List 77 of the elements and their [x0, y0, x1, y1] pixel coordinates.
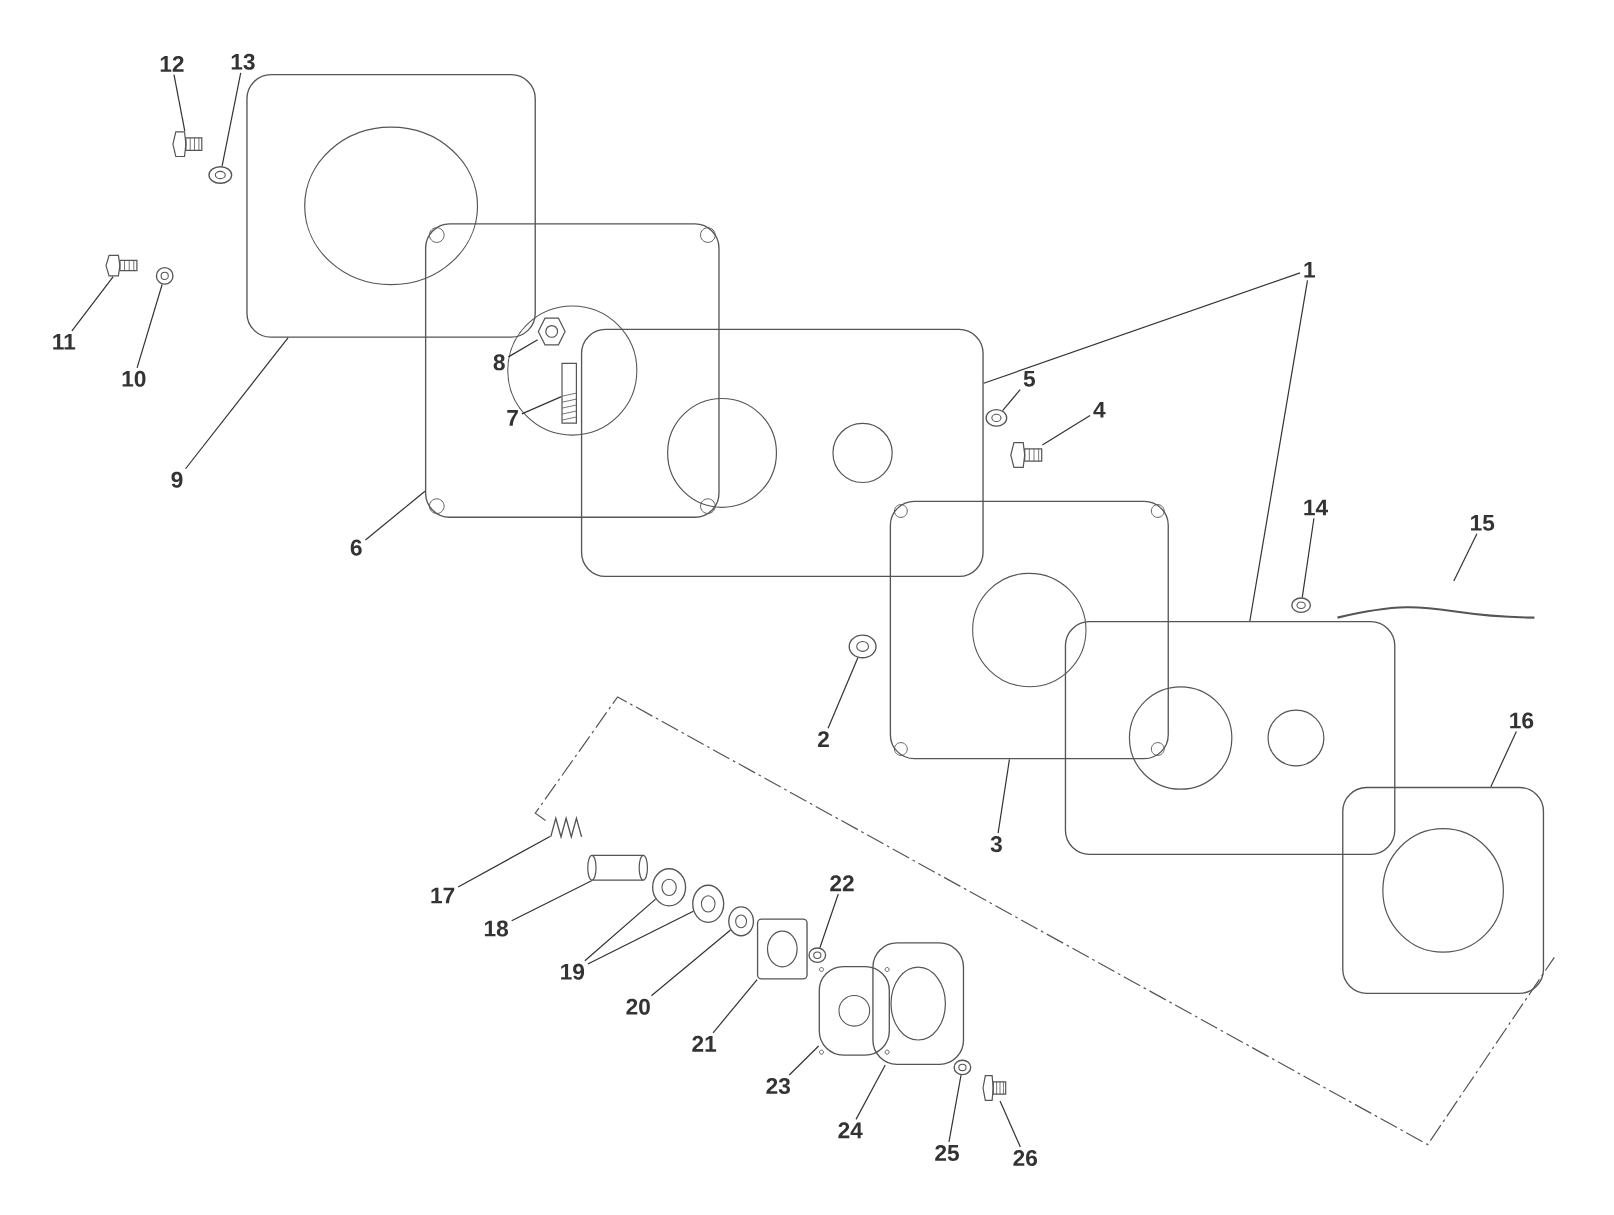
housing-drawing [872, 942, 965, 1065]
callout-number: 4 [1093, 401, 1106, 418]
crankcase-drawing [580, 328, 984, 578]
gasket-drawing [818, 965, 890, 1056]
gasket-drawing [424, 223, 720, 518]
callout-number: 16 [1510, 712, 1534, 729]
leader-line [788, 1045, 820, 1076]
crankcase-drawing [1064, 621, 1396, 855]
leader-line [712, 978, 758, 1034]
leader-line [511, 880, 593, 922]
callout-number: 14 [1304, 499, 1328, 516]
leader-line [1002, 389, 1021, 412]
callout-number: 26 [1013, 1150, 1037, 1167]
leader-line [983, 272, 1301, 384]
leader-line [584, 898, 657, 962]
callout-number: 17 [431, 887, 455, 904]
leader-line [221, 72, 242, 167]
callout-number: 3 [990, 836, 1002, 853]
callout-number: 19 [561, 963, 585, 980]
bolt-drawing [1010, 442, 1043, 468]
callout-number: 13 [231, 53, 255, 70]
leader-line [1490, 730, 1517, 788]
callout-number: 21 [692, 1035, 717, 1052]
spring-drawing [550, 815, 583, 840]
leader-line [71, 275, 114, 332]
leader-line [948, 1074, 962, 1143]
callout-number: 18 [484, 920, 508, 937]
callout-number: 25 [935, 1144, 959, 1161]
leader-line [184, 337, 289, 470]
leader-line [457, 835, 551, 888]
impeller-drawing [756, 918, 808, 980]
leader-line [1041, 414, 1091, 446]
plug-drawing [172, 131, 203, 158]
leader-line [1301, 517, 1315, 598]
washer-drawing [953, 1059, 972, 1076]
leader-line [855, 1064, 886, 1120]
gasket-drawing [889, 500, 1169, 760]
hose-drawing [1337, 606, 1535, 619]
callout-number: 1 [1304, 261, 1315, 278]
leader-line [999, 1100, 1021, 1148]
elbow-drawing [1291, 597, 1312, 614]
circlip-drawing [808, 947, 827, 964]
leader-line [173, 74, 186, 132]
washer-drawing [985, 408, 1008, 427]
leader-line [650, 929, 732, 997]
leader-line [136, 283, 163, 369]
bolt-drawing [982, 1075, 1007, 1101]
callout-number: 15 [1471, 515, 1495, 531]
washer-drawing [155, 266, 174, 285]
callout-number: 2 [818, 731, 829, 747]
callout-number: 12 [160, 55, 184, 72]
spacer-drawing [848, 634, 877, 659]
seal-drawing [728, 906, 755, 937]
leader-line [587, 910, 694, 965]
leader-line [1453, 533, 1478, 582]
bearing-drawing [692, 884, 725, 923]
leader-line [1249, 279, 1309, 622]
callout-number: 6 [350, 539, 362, 556]
callout-number: 9 [171, 471, 183, 488]
callout-number: 24 [838, 1122, 863, 1139]
leader-line [997, 758, 1011, 834]
callout-number: 20 [626, 998, 650, 1015]
leader-line [521, 396, 562, 415]
callout-number: 5 [1023, 370, 1035, 387]
leader-line [364, 490, 426, 541]
shaft-drawing [587, 854, 649, 881]
callout-number: 22 [830, 875, 854, 892]
callout-number: 10 [122, 370, 146, 387]
callout-number: 11 [53, 333, 76, 350]
bearing-drawing [651, 868, 687, 907]
leader-line [507, 339, 539, 358]
bolt-drawing [105, 254, 138, 277]
callout-number: 23 [766, 1077, 790, 1095]
pump-cover-drawing [1342, 786, 1545, 994]
washer-drawing [208, 166, 233, 184]
cover-drawing [246, 73, 536, 338]
leader-line [827, 657, 859, 729]
